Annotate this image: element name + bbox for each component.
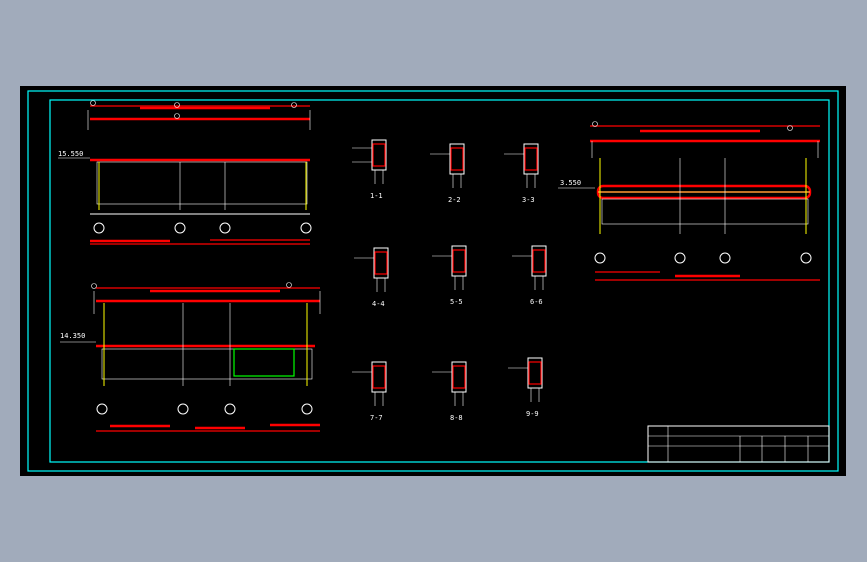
section-details: 1-1 2-2 3-3	[352, 139, 547, 422]
elevation-right: 3.550	[558, 121, 820, 281]
section-label-6: 6-6	[530, 298, 543, 306]
cad-drawing-canvas[interactable]: 15.550 14.350	[20, 86, 846, 476]
section-label-9: 9-9	[526, 410, 539, 418]
inner-frame	[49, 99, 830, 463]
section-label-1: 1-1	[370, 192, 383, 200]
elevation-top-left: 15.550	[58, 100, 312, 245]
level-label-right: 3.550	[560, 179, 581, 187]
section-label-8: 8-8	[450, 414, 463, 422]
section-label-5: 5-5	[450, 298, 463, 306]
title-block	[647, 425, 830, 463]
section-label-4: 4-4	[372, 300, 385, 308]
section-label-2: 2-2	[448, 196, 461, 204]
elevation-bottom-left: 14.350	[60, 282, 321, 432]
level-label-top-left: 15.550	[58, 150, 83, 158]
cad-drawing-viewport[interactable]: 15.550 14.350	[20, 86, 846, 476]
level-label-bottom-left: 14.350	[60, 332, 85, 340]
outer-frame	[27, 90, 839, 472]
section-label-7: 7-7	[370, 414, 383, 422]
section-label-3: 3-3	[522, 196, 535, 204]
